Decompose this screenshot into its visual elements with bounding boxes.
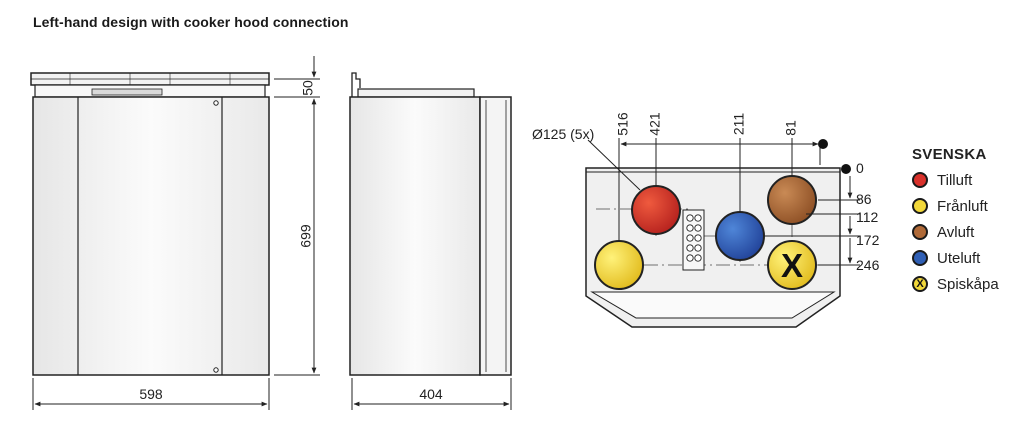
top-view-x-dimensions — [587, 138, 821, 241]
front-dimensions — [32, 56, 320, 410]
top-height-dimension: 50 — [300, 80, 316, 96]
legend-item-franluft: Frånluft — [912, 193, 999, 219]
y-origin-marker — [841, 164, 851, 174]
y-dim-172: 172 — [856, 232, 880, 248]
x-dim-421: 421 — [647, 112, 663, 136]
legend-label: Spiskåpa — [937, 275, 999, 293]
cooker-hood-duct — [767, 240, 817, 290]
side-view — [349, 72, 512, 376]
supply-air-dot-icon — [912, 172, 928, 188]
outdoor-air-duct — [715, 211, 765, 261]
height-dimension: 699 — [298, 224, 314, 248]
exhaust-air-dot-icon — [912, 224, 928, 240]
legend-label: Frånluft — [937, 197, 988, 215]
supply-air-duct — [631, 185, 681, 235]
outdoor-air-dot-icon — [912, 250, 928, 266]
x-dim-516: 516 — [615, 112, 631, 136]
y-dim-0: 0 — [856, 160, 864, 176]
diameter-label: Ø125 (5x) — [532, 126, 594, 142]
legend-item-uteluft: Uteluft — [912, 245, 999, 271]
top-view — [585, 167, 841, 328]
x-origin-marker — [818, 139, 828, 149]
extract-air-duct — [594, 240, 644, 290]
top-view-y-dimensions — [764, 176, 860, 266]
legend: SVENSKA Tilluft Frånluft Avluft Uteluft … — [912, 146, 999, 297]
x-dim-81: 81 — [783, 120, 799, 136]
legend-item-avluft: Avluft — [912, 219, 999, 245]
cooker-hood-dot-icon: X — [912, 276, 928, 292]
extract-air-dot-icon — [912, 198, 928, 214]
legend-item-spiskapa: X Spiskåpa — [912, 271, 999, 297]
front-view — [30, 72, 270, 376]
y-dim-86: 86 — [856, 191, 872, 207]
legend-label: Tilluft — [937, 171, 973, 189]
legend-item-tilluft: Tilluft — [912, 167, 999, 193]
x-dim-211: 211 — [731, 113, 747, 136]
exhaust-air-duct — [767, 175, 817, 225]
cooker-hood-x-mark: X — [916, 278, 924, 290]
depth-dimension: 404 — [419, 386, 443, 402]
cooker-hood-mark: X — [781, 247, 803, 284]
y-dim-246: 246 — [856, 257, 880, 273]
side-dimensions — [351, 378, 512, 410]
legend-label: Uteluft — [937, 249, 981, 267]
y-dim-112: 112 — [856, 209, 879, 225]
width-dimension: 598 — [139, 386, 163, 402]
legend-label: Avluft — [937, 223, 975, 241]
diagram-title: Left-hand design with cooker hood connec… — [33, 14, 349, 30]
legend-title: SVENSKA — [912, 146, 987, 163]
